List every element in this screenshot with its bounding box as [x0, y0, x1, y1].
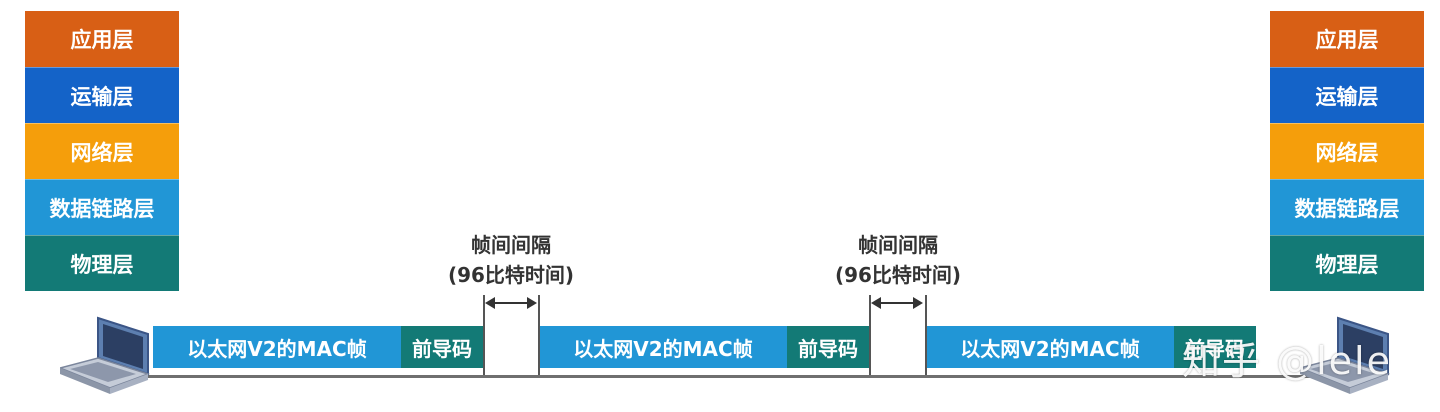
layer-transport: 运输层	[1270, 67, 1424, 123]
right-protocol-stack: 应用层 运输层 网络层 数据链路层 物理层	[1270, 11, 1424, 291]
gap-detail: (96比特时间)	[834, 263, 962, 287]
layer-transport: 运输层	[25, 67, 179, 123]
laptop-icon	[1300, 316, 1390, 394]
preamble: 前导码	[1174, 326, 1256, 368]
left-protocol-stack: 应用层 运输层 网络层 数据链路层 物理层	[25, 11, 179, 291]
double-arrow-icon	[485, 297, 537, 309]
preamble: 前导码	[787, 326, 869, 368]
mac-frame-body: 以太网V2的MAC帧	[926, 326, 1174, 368]
double-arrow-icon	[871, 297, 923, 309]
gap-boundary-line	[538, 295, 540, 375]
laptop-icon	[60, 316, 150, 394]
gap-title: 帧间间隔	[471, 233, 551, 257]
frame-3: 以太网V2的MAC帧 前导码	[926, 326, 1256, 368]
layer-application: 应用层	[25, 11, 179, 67]
mac-frame-body: 以太网V2的MAC帧	[539, 326, 787, 368]
layer-datalink: 数据链路层	[25, 179, 179, 235]
frame-2: 以太网V2的MAC帧 前导码	[539, 326, 869, 368]
layer-network: 网络层	[1270, 123, 1424, 179]
layer-physical: 物理层	[25, 235, 179, 291]
mac-frame-body: 以太网V2的MAC帧	[153, 326, 401, 368]
layer-application: 应用层	[1270, 11, 1424, 67]
frame-1: 以太网V2的MAC帧 前导码	[153, 326, 483, 368]
layer-physical: 物理层	[1270, 235, 1424, 291]
gap-boundary-line	[483, 295, 485, 375]
layer-datalink: 数据链路层	[1270, 179, 1424, 235]
layer-network: 网络层	[25, 123, 179, 179]
inter-frame-gap-label-2: 帧间间隔 (96比特时间)	[818, 230, 978, 290]
gap-detail: (96比特时间)	[447, 263, 575, 287]
gap-boundary-line	[869, 295, 871, 375]
inter-frame-gap-label-1: 帧间间隔 (96比特时间)	[431, 230, 591, 290]
transmission-cable	[120, 375, 1335, 378]
watermark: 知乎 @lele	[1182, 339, 1392, 383]
preamble: 前导码	[401, 326, 483, 368]
gap-title: 帧间间隔	[858, 233, 938, 257]
gap-boundary-line	[925, 295, 927, 375]
